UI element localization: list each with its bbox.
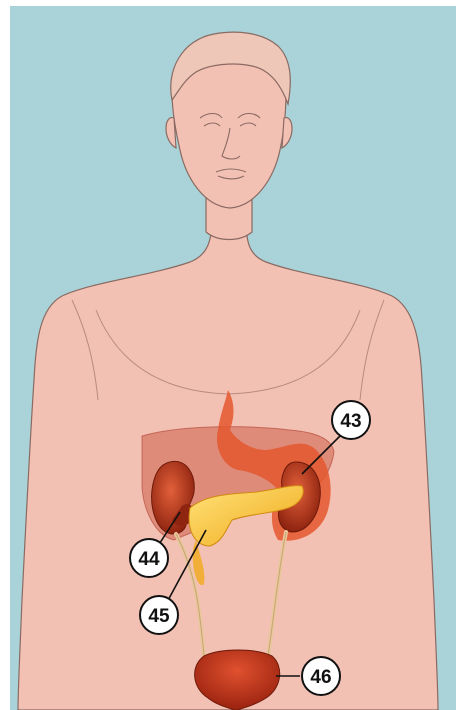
- callout-43: 43: [332, 401, 370, 439]
- callout-46: 46: [302, 657, 340, 695]
- callout-45: 45: [140, 596, 178, 634]
- callout-44: 44: [130, 539, 168, 577]
- callout-45-label: 45: [148, 606, 170, 627]
- callout-43-label: 43: [340, 411, 361, 432]
- callout-44-label: 44: [138, 549, 160, 570]
- callout-46-label: 46: [310, 667, 331, 688]
